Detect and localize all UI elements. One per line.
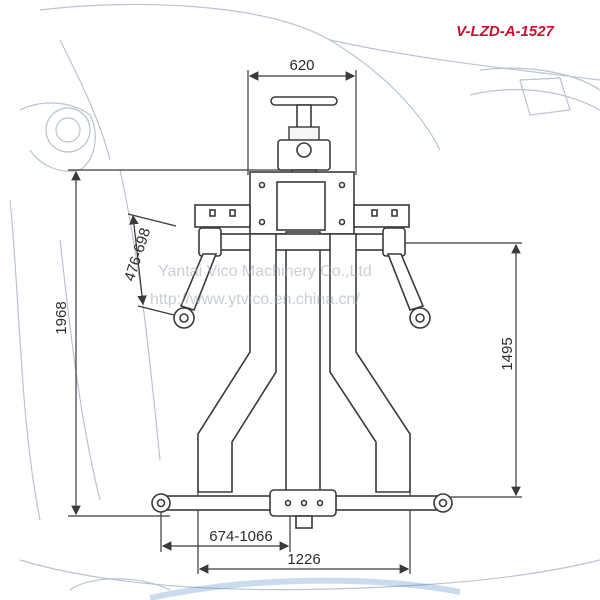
bottom-base-beam [151, 489, 453, 529]
right-hydraulic-arm [382, 227, 431, 329]
left-leg [197, 233, 277, 493]
lift-structure [151, 96, 453, 529]
side-brackets [194, 204, 410, 228]
cross-beam [199, 233, 405, 251]
product-code: V-LZD-A-1527 [456, 23, 554, 40]
carriage-plate [249, 171, 355, 235]
watermark-company: Yantai Vico Machinery Co.,Ltd [158, 263, 372, 280]
label-total-height: 1968 [53, 301, 70, 334]
vico-logo [149, 577, 461, 600]
watermark: Yantai Vico Machinery Co.,Ltd http://www… [150, 263, 372, 308]
dimension-lift-height: 1495 [400, 242, 522, 498]
label-base-width: 1226 [287, 551, 320, 568]
left-hydraulic-arm [173, 227, 222, 329]
dimension-top-width: 620 [247, 57, 357, 175]
steering-wheel [270, 96, 338, 185]
label-top-width: 620 [289, 57, 314, 74]
label-arm-length: 476-698 [121, 226, 154, 284]
label-bottom-arm-span: 674-1066 [209, 528, 272, 545]
right-leg [329, 233, 411, 493]
label-lift-height: 1495 [499, 337, 516, 370]
watermark-url: http://www.ytvico.en.china.cn/ [150, 291, 360, 308]
dimension-total-height: 1968 [53, 169, 290, 517]
dimension-bottom-arm-span: 674-1066 [160, 510, 291, 552]
center-column [285, 231, 321, 495]
